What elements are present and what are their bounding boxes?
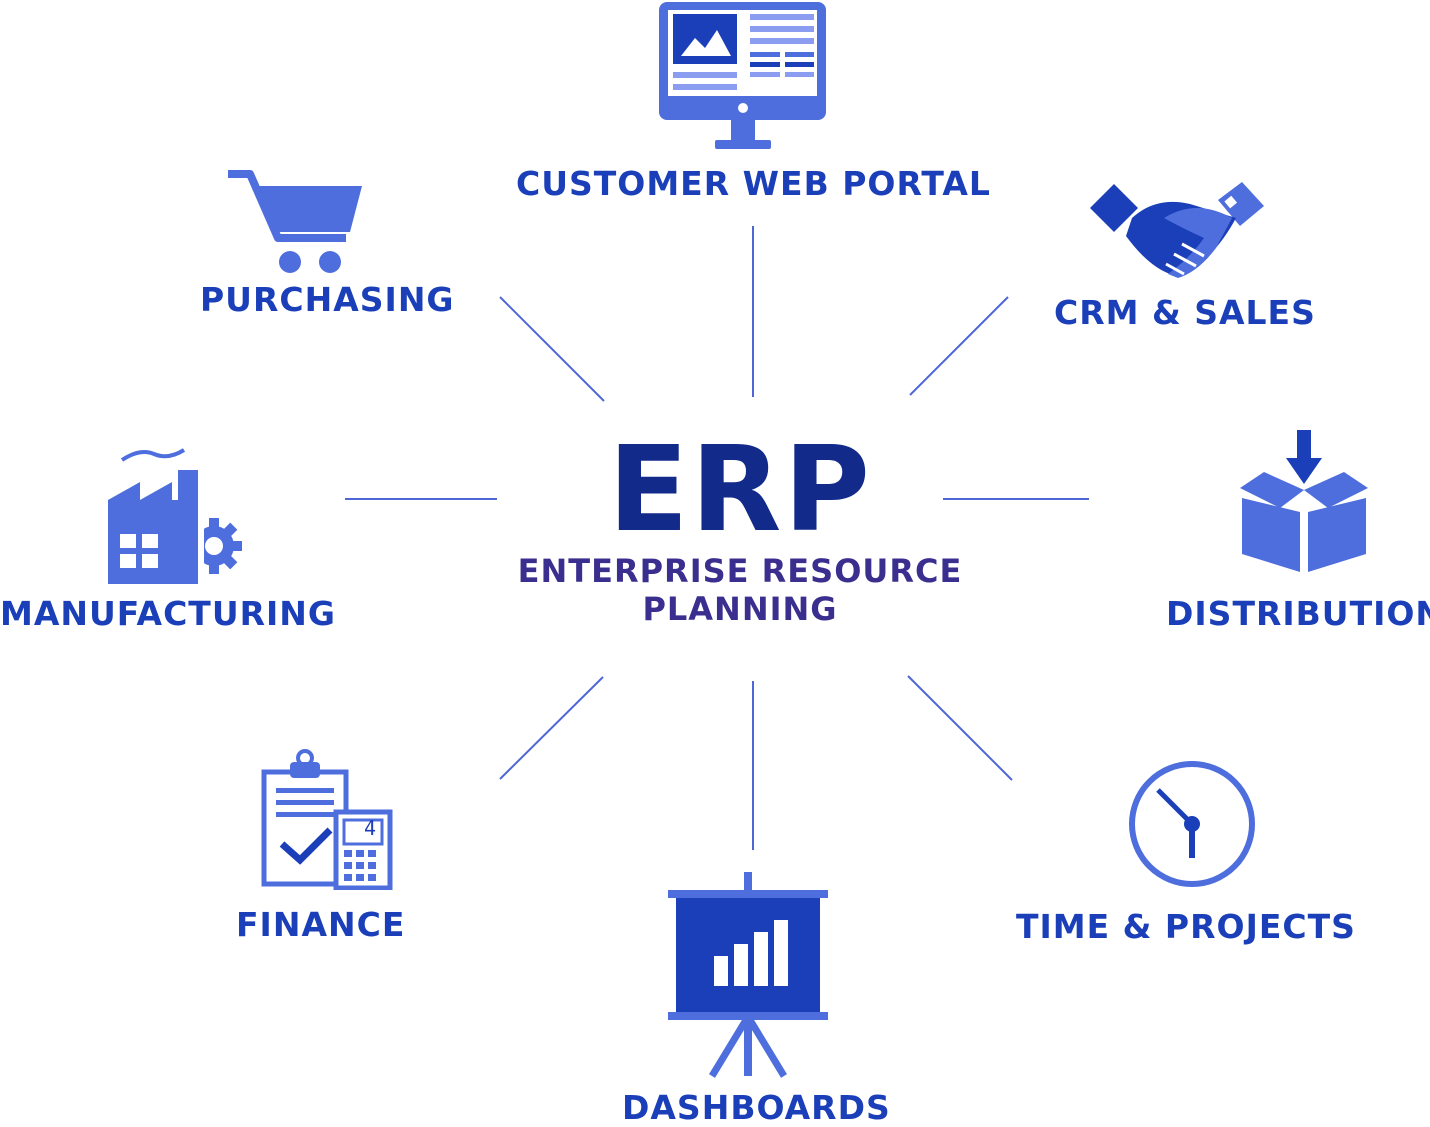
handshake-icon (1090, 182, 1264, 278)
shopping-cart-icon (228, 170, 362, 273)
factory-icon (108, 448, 242, 584)
box-icon (1240, 430, 1368, 572)
monitor-icon (659, 2, 826, 149)
label-crm-sales: CRM & SALES (1054, 293, 1316, 332)
label-distribution: DISTRIBUTION (1166, 594, 1430, 633)
connector-bottom-left (499, 676, 604, 780)
label-time-projects: TIME & PROJECTS (1016, 907, 1356, 946)
erp-subtitle-line-2: PLANNING (642, 590, 838, 628)
label-dashboards: DASHBOARDS (622, 1088, 891, 1127)
erp-subtitle-line-1: ENTERPRISE RESOURCE (517, 552, 963, 590)
erp-title: ERP (608, 420, 872, 558)
label-customer-web-portal: CUSTOMER WEB PORTAL (516, 164, 991, 203)
connector-top-left (499, 296, 605, 402)
clipboard-calculator-icon (261, 749, 393, 890)
erp-subtitle: ENTERPRISE RESOURCE PLANNING (490, 552, 990, 628)
presentation-chart-icon (668, 872, 828, 1078)
connector-top-right (909, 296, 1009, 396)
label-manufacturing: MANUFACTURING (0, 594, 337, 633)
label-purchasing: PURCHASING (200, 280, 455, 319)
clock-icon (1129, 761, 1255, 887)
calculator-display-digit: 4 (363, 816, 377, 840)
label-finance: FINANCE (236, 905, 406, 944)
connector-bottom-right (907, 675, 1013, 781)
